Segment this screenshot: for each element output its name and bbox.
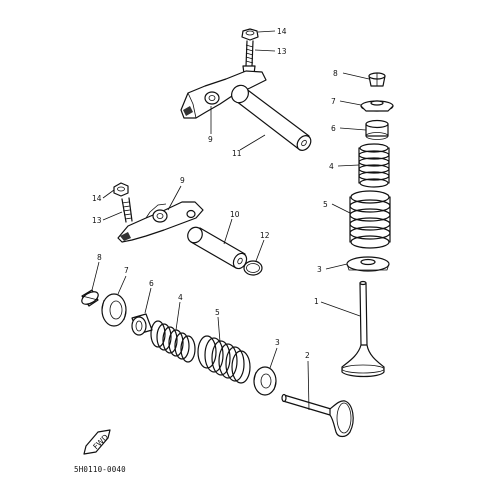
label-7-right: 7 <box>331 97 336 106</box>
label-8-left: 8 <box>97 253 102 262</box>
label-3-left: 3 <box>275 338 280 347</box>
lower-adjust-screw <box>121 197 133 223</box>
label-5-right: 5 <box>323 200 328 209</box>
part-labels: 14 13 9 11 8 7 6 4 5 3 1 9 14 13 10 12 8… <box>92 27 338 360</box>
right-outer-spring <box>349 190 391 249</box>
lower-adjust-nut <box>113 182 129 197</box>
o-ring <box>243 260 263 276</box>
leader-lines <box>91 30 370 411</box>
label-10: 10 <box>230 210 240 219</box>
label-7-left: 7 <box>124 266 129 275</box>
right-spring-seat <box>346 256 390 272</box>
label-3-right: 3 <box>317 265 322 274</box>
left-cotter <box>81 289 99 307</box>
lower-rocker-shaft <box>187 226 248 270</box>
label-1: 1 <box>314 297 319 306</box>
upper-rocker-shaft <box>231 84 312 151</box>
label-14-upper: 14 <box>277 27 287 36</box>
lower-rocker-arm <box>117 201 204 243</box>
label-6-left: 6 <box>149 279 154 288</box>
left-outer-spring <box>197 335 251 384</box>
right-spring-retainer <box>360 100 394 112</box>
upper-adjust-screw <box>242 40 256 75</box>
label-12: 12 <box>260 231 270 240</box>
label-6-right: 6 <box>331 124 336 133</box>
right-stem-seal <box>365 119 389 140</box>
upper-adjust-nut <box>241 28 259 41</box>
label-9-lower: 9 <box>180 176 185 185</box>
left-spring-seat <box>253 366 277 396</box>
label-5-left: 5 <box>215 308 220 317</box>
label-14-lower: 14 <box>92 194 102 203</box>
label-11: 11 <box>232 149 242 158</box>
intake-valve <box>281 393 354 438</box>
left-inner-spring <box>150 320 196 363</box>
label-4-left: 4 <box>178 293 183 302</box>
forward-direction-mark: FWD <box>83 429 111 455</box>
upper-rocker-arm <box>180 70 267 119</box>
label-13-upper: 13 <box>277 47 287 56</box>
label-4-right: 4 <box>329 162 334 171</box>
label-8-right: 8 <box>333 69 338 78</box>
right-cotter <box>368 72 386 87</box>
label-2: 2 <box>305 351 310 360</box>
right-inner-spring <box>358 143 390 188</box>
exhaust-valve <box>341 280 385 378</box>
label-9-upper: 9 <box>208 135 213 144</box>
label-13-lower: 13 <box>92 216 102 225</box>
figure-code: 5H0110-0040 <box>74 465 126 474</box>
left-spring-retainer <box>101 293 127 327</box>
left-stem-seal <box>131 313 153 336</box>
